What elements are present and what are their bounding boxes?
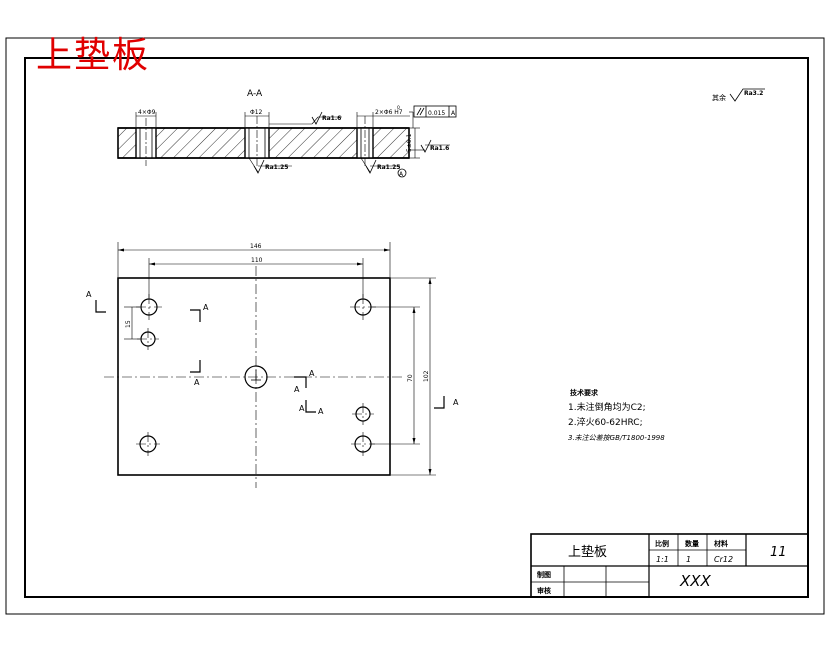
plate-outline: [117, 277, 391, 476]
roughness-bot-right: Ra1.25: [377, 164, 400, 171]
section-marker-8: A: [453, 398, 459, 407]
title-drawing-number: 11: [770, 545, 787, 560]
dim-inner-height: 70: [407, 374, 414, 382]
surface-note: 其余 Ra3.2: [712, 88, 765, 102]
section-marker-2: A: [203, 303, 209, 312]
inner-frame: [24, 57, 809, 598]
tolerance-datum: A: [451, 110, 456, 117]
title-company: XXX: [679, 572, 712, 590]
hole-right-sup: 0: [397, 105, 400, 111]
plan-dimensions: [117, 242, 436, 476]
roughness-top: Ra1.6: [322, 115, 341, 122]
dim-small-pitch: 15: [125, 320, 132, 328]
dim-overall-height: 102: [423, 370, 430, 382]
plan-view: [95, 266, 445, 488]
tolerance-frame: [413, 105, 457, 118]
title-value-qty: 1: [686, 555, 691, 564]
title-designer-label: 制图: [537, 570, 551, 579]
tech-item-3: 3.未注公差按GB/T1800-1998: [568, 434, 665, 442]
title-part-name: 上垫板: [568, 544, 607, 560]
section-view: A-A: [117, 89, 457, 178]
section-view-label: A-A: [247, 89, 263, 99]
title-header-material: 材料: [713, 539, 728, 548]
surface-note-prefix: 其余: [712, 93, 726, 102]
section-marker-3: A: [194, 378, 200, 387]
tech-heading: 技术要求: [570, 388, 599, 397]
tech-requirements: 技术要求 1.未注倒角均为C2; 2.淬火60-62HRC; 3.未注公差按GB…: [568, 388, 665, 442]
title-checker-label: 审核: [537, 586, 551, 595]
thickness-dim: 5±0.1: [406, 133, 413, 152]
outer-border: [5, 37, 825, 615]
tech-item-1: 1.未注倒角均为C2;: [568, 401, 646, 413]
title-header-qty: 数量: [685, 539, 699, 548]
dim-hole-span: 110: [251, 257, 263, 264]
section-marker-4: A: [309, 369, 315, 378]
title-block: [530, 533, 809, 598]
hole-left-dim: 4×Φ9: [138, 109, 156, 116]
roughness-side: Ra1.6: [430, 145, 449, 152]
overlay-title: 上垫板: [36, 35, 151, 76]
tech-item-2: 2.淬火60-62HRC;: [568, 416, 643, 428]
surface-note-value: Ra3.2: [744, 90, 763, 97]
hole-mid-dim: Φ12: [250, 109, 263, 116]
title-value-scale: 1:1: [656, 555, 669, 564]
section-marker-6: A: [299, 404, 305, 413]
hole-right-dim: 2×Φ6 H7: [375, 109, 403, 116]
section-marker-5: A: [294, 385, 300, 394]
title-header-scale: 比例: [655, 539, 669, 548]
datum-circle: [397, 168, 407, 178]
roughness-bot-mid: Ra1.25: [265, 164, 288, 171]
dim-overall-width: 146: [250, 243, 262, 250]
section-marker-1: A: [86, 290, 92, 299]
datum-circle-label: A: [399, 171, 404, 178]
title-value-material: Cr12: [714, 555, 733, 564]
tolerance-value: 0.015: [428, 110, 445, 117]
section-marker-7: A: [318, 407, 324, 416]
